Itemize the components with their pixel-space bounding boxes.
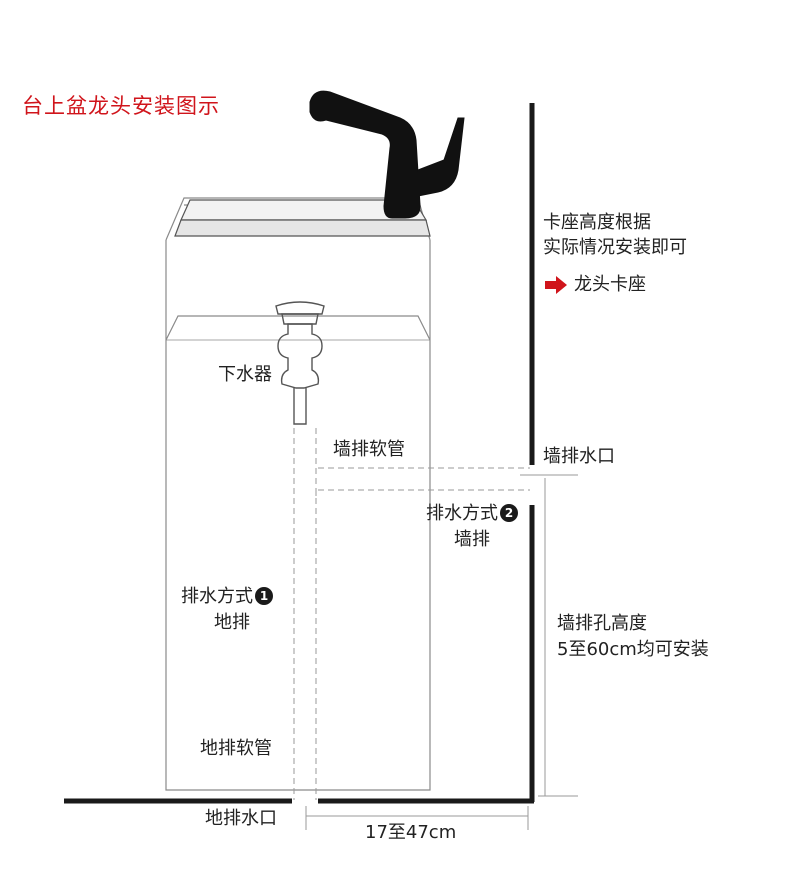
method-2-number-badge: 2 xyxy=(500,504,518,522)
seat-note-line1: 卡座高度根据 xyxy=(543,212,651,233)
floor-hose-label: 地排软管 xyxy=(200,738,272,759)
wall-outlet-label: 墙排水口 xyxy=(543,446,615,467)
drain-label: 下水器 xyxy=(218,364,272,385)
method-2-sub-label: 墙排 xyxy=(454,529,490,550)
floor-drain-pipe xyxy=(293,428,317,800)
wall-drain-hose xyxy=(315,467,530,500)
method-1-sub-label: 地排 xyxy=(214,612,250,633)
faucet-icon xyxy=(309,90,465,219)
hole-height-range: 5至60cm均可安装 xyxy=(557,639,709,660)
floor-outlet-label: 地排水口 xyxy=(205,808,277,829)
distance-label: 17至47cm xyxy=(365,822,457,843)
method-1-number-badge: 1 xyxy=(255,587,273,605)
method-1-text: 排水方式 xyxy=(181,586,253,607)
seat-note-line2: 实际情况安装即可 xyxy=(543,237,687,258)
cabinet-outline xyxy=(165,197,431,791)
wall-hose-label: 墙排软管 xyxy=(333,439,405,460)
drain-icon xyxy=(275,301,325,425)
hole-height-label: 墙排孔高度 xyxy=(557,613,647,634)
basin-top xyxy=(174,199,431,237)
dimension-lines xyxy=(305,474,578,830)
page-title: 台上盆龙头安装图示 xyxy=(22,94,220,118)
red-arrow-icon xyxy=(545,276,567,294)
faucet-seat-label: 龙头卡座 xyxy=(574,274,646,295)
method-2-text: 排水方式 xyxy=(426,503,498,524)
